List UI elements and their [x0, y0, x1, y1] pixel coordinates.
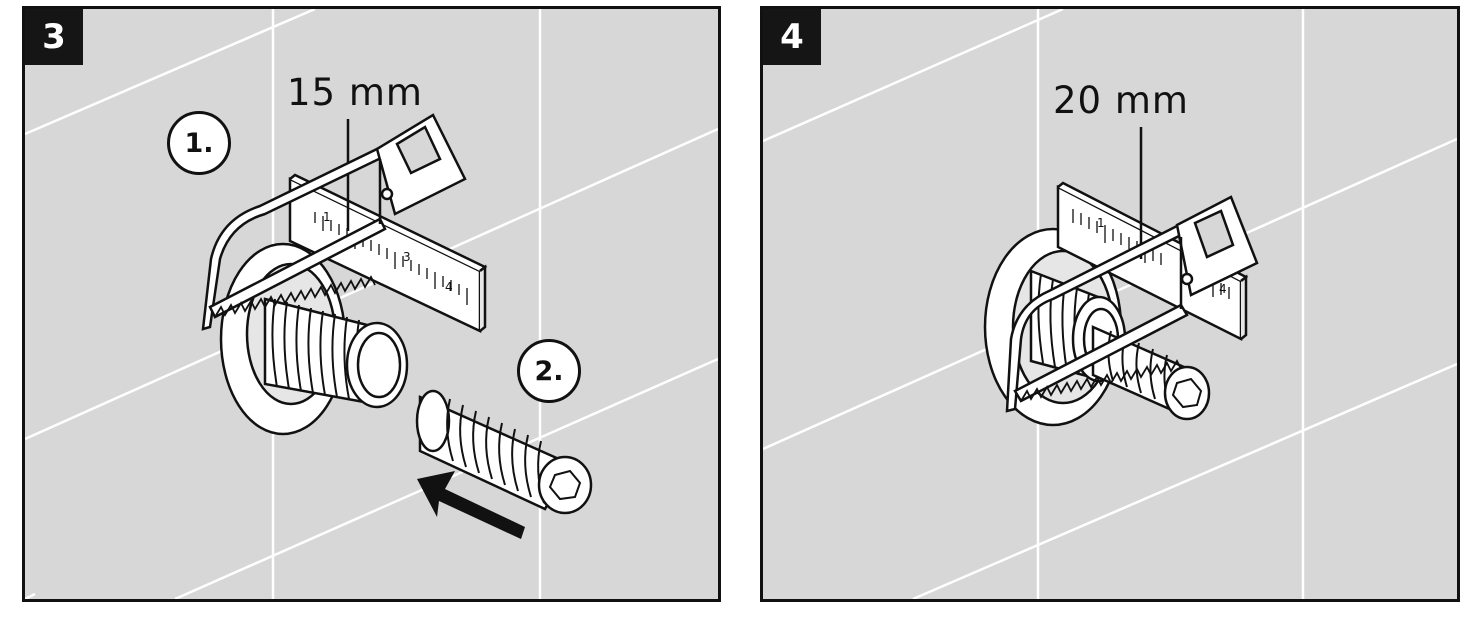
cut-length-label: 20 mm — [1053, 79, 1189, 122]
step-number-badge: 4 — [763, 9, 821, 65]
step-4-illustration: 1 4 — [763, 9, 1457, 599]
threaded-pipe — [263, 297, 409, 409]
insertion-arrow — [417, 471, 525, 539]
step-3-panel: 1 3 4 — [22, 6, 721, 602]
cut-length-label: 15 mm — [287, 71, 423, 114]
ruler-tick-label: 4 — [1219, 282, 1227, 296]
hacksaw — [1005, 195, 1259, 413]
ruler-tick-label: 3 — [403, 250, 411, 264]
substep-2-marker: 2. — [517, 339, 581, 403]
ruler-tick-label: 4 — [445, 280, 453, 294]
hacksaw — [201, 113, 467, 331]
threaded-insert — [415, 389, 593, 515]
step-4-panel: 1 4 — [760, 6, 1460, 602]
step-number-badge: 3 — [25, 9, 83, 65]
ruler-tick-label: 1 — [323, 210, 331, 224]
step-3-illustration: 1 3 4 — [25, 9, 718, 599]
measuring-ruler — [288, 173, 488, 333]
substep-1-marker: 1. — [167, 111, 231, 175]
ruler-tick-label: 1 — [1097, 216, 1105, 230]
